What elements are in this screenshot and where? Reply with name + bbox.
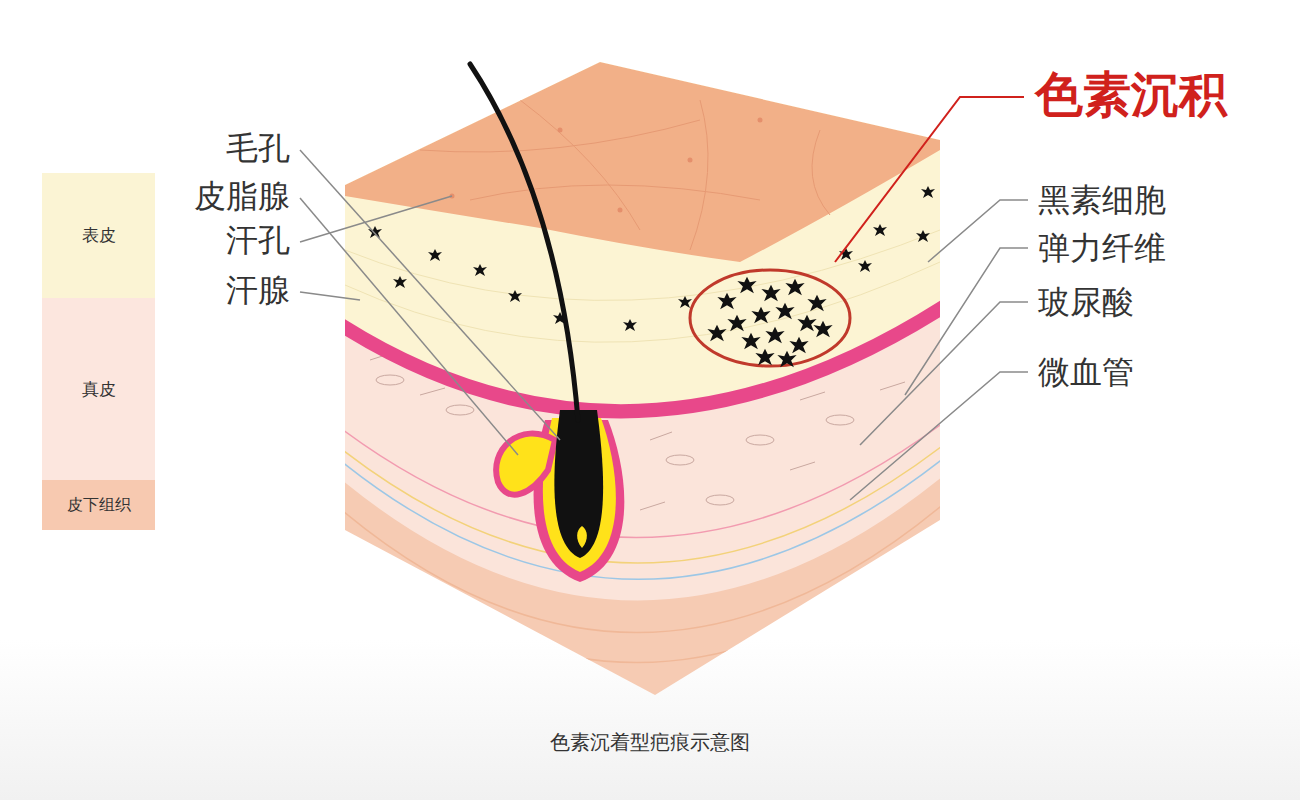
label-holder: 弹力纤维 [1038,230,1166,267]
melanocytes [368,186,935,331]
layer-band: 真皮 [42,298,155,480]
leader-line [928,200,1028,262]
skin-dots [450,118,763,213]
part-label: 微血管 [1038,354,1134,391]
skin-surface [345,62,940,262]
part-label: 皮脂腺 [194,178,290,215]
skin-block [330,0,970,720]
epidermis-layer [330,0,960,411]
layer-band: 皮下组织 [42,480,155,530]
leader-line [905,248,1028,395]
leader-line [300,292,360,300]
leader-line [860,302,1028,445]
figure-caption: 色素沉着型疤痕示意图 [550,729,750,756]
band-label: 真皮 [82,378,116,401]
leader-line [300,198,518,455]
callout-title: 色素沉积 [1035,67,1227,122]
label-holder: 汗腺 [226,272,290,309]
label-holder: 黑素细胞 [1038,182,1166,219]
hair-bulb [554,410,603,558]
part-label: 黑素细胞 [1038,182,1166,219]
label-holder: 汗孔 [226,222,290,259]
leader-line [300,196,452,242]
melanin-cluster [707,277,832,368]
band-label: 皮下组织 [67,495,131,516]
hair-papilla [577,526,587,548]
label-holder: 毛孔 [226,130,290,167]
label-holder: 玻尿酸 [1038,284,1134,321]
fiber-line [330,432,960,563]
label-holder: 色素沉积 [1035,67,1227,122]
sebaceous-gland [496,434,555,495]
pigment-leader [835,97,1024,262]
label-holder: 皮脂腺 [194,178,290,215]
part-label: 毛孔 [226,130,290,167]
hair-shaft [470,64,578,420]
leader-line [850,372,1028,500]
capillary-line [330,445,960,579]
layer-band: 表皮 [42,173,155,298]
part-label: 汗腺 [226,272,290,309]
label-holder: 微血管 [1038,354,1134,391]
subcutaneous-layer [330,0,970,720]
pigment-ring [690,270,850,366]
part-label: 弹力纤维 [1038,230,1166,267]
leader-line [300,150,560,440]
leader-lines [300,150,1028,500]
caption-holder: 色素沉着型疤痕示意图 [550,729,750,756]
part-label: 玻尿酸 [1038,284,1134,321]
skin-texture [420,100,830,250]
basal-layer [330,296,960,411]
part-label: 汗孔 [226,222,290,259]
band-label: 表皮 [82,224,116,247]
